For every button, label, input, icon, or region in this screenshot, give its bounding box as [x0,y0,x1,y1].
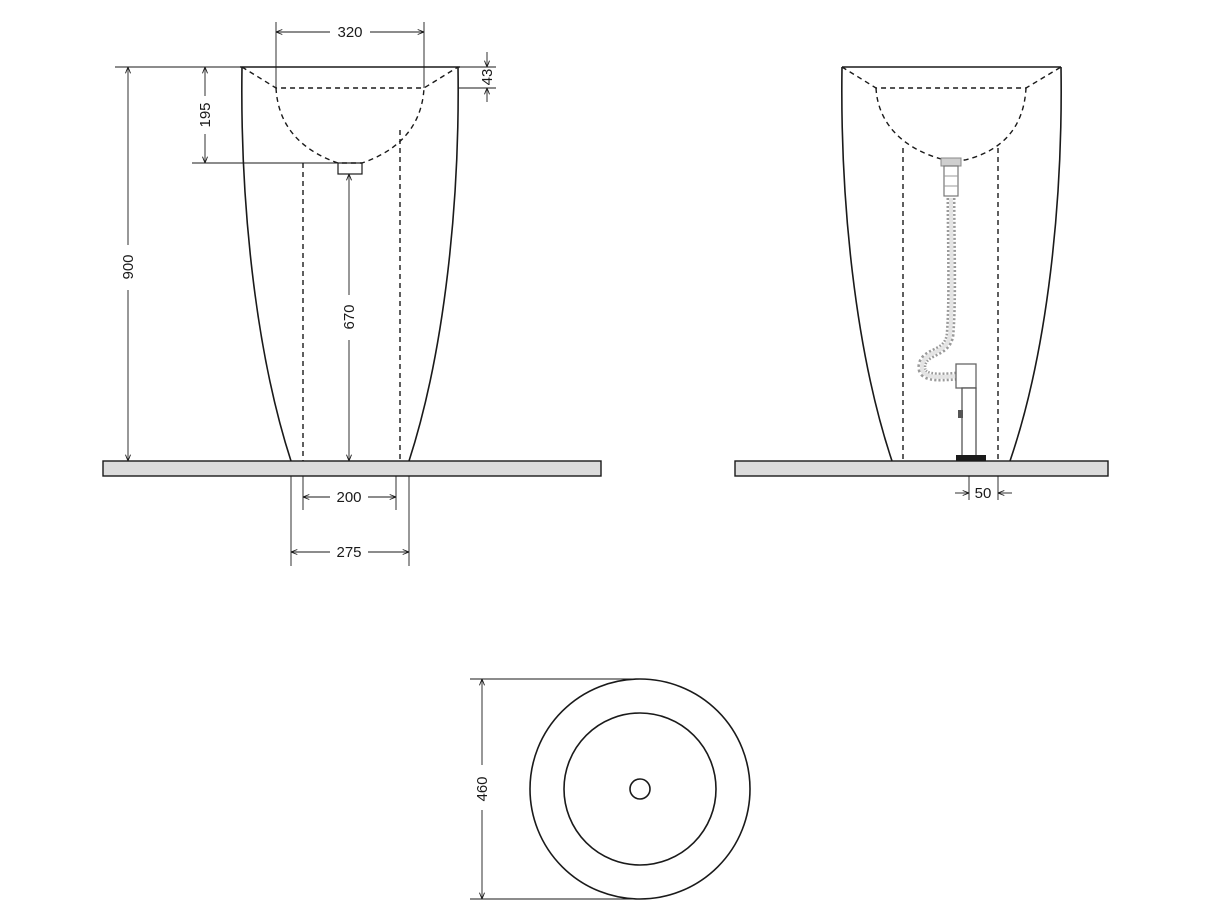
dimension-bowl-depth: 195 [192,66,338,164]
dimension-text-275: 275 [336,544,361,561]
top-outer-rim [529,678,751,900]
dimension-text-50: 50 [975,485,992,502]
top-view: 460 [470,678,751,900]
dimension-diameter: 460 [470,678,640,900]
dimension-text-43: 43 [479,69,496,86]
drain-hose [917,157,986,461]
dimension-inner-base: 200 [302,476,397,510]
front-floor [102,460,602,477]
dimension-text-900: 900 [120,254,137,279]
dimension-text-195: 195 [197,102,214,127]
top-inner-bowl [563,712,717,866]
dimension-drain-height: 670 [341,174,358,461]
drain-plug [940,157,962,167]
drain-body [943,165,959,197]
dimension-text-200: 200 [336,489,361,506]
front-bowl-dashed [241,66,459,164]
dimension-total-height: 900 [115,66,242,461]
side-basin-outline [841,66,1062,462]
floor-outlet [956,455,986,461]
front-view: 320 43 195 900 670 [102,22,602,566]
dimension-outer-base: 275 [290,476,410,566]
dimension-text-670: 670 [341,304,358,329]
top-drain-hole [629,778,651,800]
dimension-text-460: 460 [474,776,491,801]
front-pedestal-dashed [302,130,401,461]
trap-pipe [961,387,977,457]
side-floor [734,460,1109,477]
side-view: 50 [734,66,1109,502]
dimension-drain-offset: 50 [955,476,1012,502]
trap-elbow [955,363,977,389]
front-basin-outline [240,66,460,462]
side-pedestal-dashed [902,148,999,461]
dimension-top-opening: 320 [275,22,425,88]
front-drain-fitting [337,162,363,175]
side-bowl-dashed [841,66,1062,161]
dimension-text-320: 320 [337,24,362,41]
dimension-rim-height: 43 [458,52,496,102]
